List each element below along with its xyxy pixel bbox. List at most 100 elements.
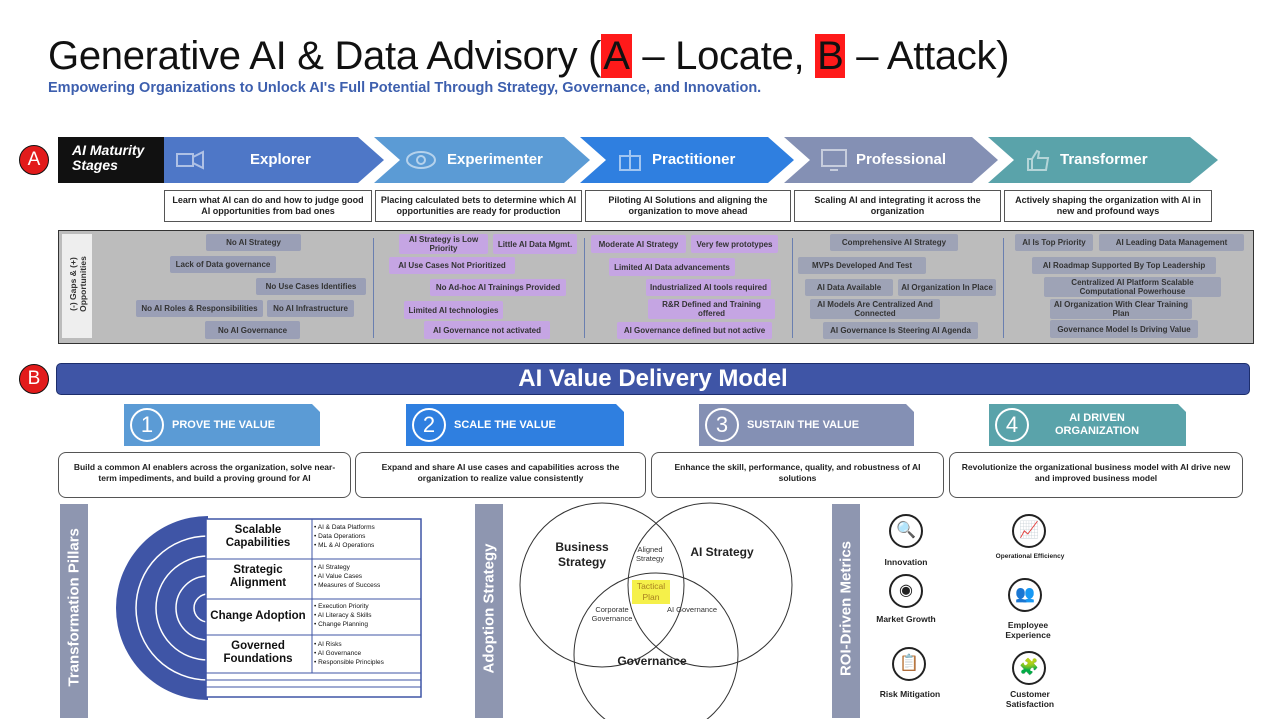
divider (792, 238, 793, 338)
pillar-governed-foundations: Governed Foundations AI RisksAI Governan… (206, 639, 421, 673)
gap-tag: AI Governance defined but not active (617, 322, 772, 339)
gap-tag: Limited AI technologies (404, 301, 503, 319)
maturity-chevrons (164, 137, 1218, 183)
value-delivery-banner: AI Value Delivery Model (56, 363, 1250, 395)
gap-tag: MVPs Developed And Test (798, 257, 926, 274)
metric-innovation: Innovation (884, 557, 928, 567)
step-shapes (124, 404, 1186, 446)
monitor-icon (821, 149, 847, 171)
gap-tag: Governance Model Is Driving Value (1050, 320, 1198, 338)
stage-desc-practitioner: Piloting AI Solutions and aligning the o… (585, 190, 791, 222)
venn-ai-governance-label: AI Governance (666, 605, 718, 614)
divider (1003, 238, 1004, 338)
gap-tag: Comprehensive AI Strategy (830, 234, 958, 251)
pillar-scalable-capabilities: Scalable Capabilities AI & Data Platform… (206, 523, 421, 561)
pillars-label-band: Transformation Pillars (60, 504, 88, 718)
roi-label-band: ROI-Driven Metrics (832, 504, 860, 718)
divider (373, 238, 374, 338)
stage-explorer: Explorer (175, 137, 375, 183)
step-desc-1: Build a common AI enablers across the or… (58, 452, 351, 498)
stage-desc-explorer: Learn what AI can do and how to judge go… (164, 190, 372, 222)
venn-business (519, 502, 685, 668)
adoption-venn-diagram (519, 502, 793, 719)
gift-icon (619, 150, 641, 171)
venn-corporate-label: Corporate Governance (591, 605, 633, 623)
adoption-label-band: Adoption Strategy (475, 504, 503, 718)
title-highlight-b: B (815, 34, 846, 78)
step-sustain-value: 3 SUSTAIN THE VALUE (699, 404, 914, 446)
step-ai-driven-org: 4 AI DRIVEN ORGANIZATION (989, 404, 1186, 446)
stage-desc-experimenter: Placing calculated bets to determine whi… (375, 190, 582, 222)
page-title: Generative AI & Data Advisory (A – Locat… (48, 34, 1010, 78)
step-shape-3 (699, 404, 914, 446)
gap-tag: No AI Infrastructure (267, 300, 354, 317)
gap-tag: No AI Governance (205, 321, 300, 339)
eye-icon (406, 151, 436, 169)
venn-aligned-label: Aligned Strategy (636, 545, 664, 563)
divider (584, 238, 585, 338)
line-chart-icon: 📈 (1012, 514, 1046, 548)
chevron-transformer (988, 137, 1218, 183)
metric-operational-efficiency: Operational Efficiency (995, 553, 1065, 560)
chevron-explorer (164, 137, 384, 183)
chevron-practitioner (580, 137, 794, 183)
gap-tag: AI Use Cases Not Prioritized (389, 257, 515, 274)
stage-professional: Professional (818, 137, 1018, 183)
gap-tag: Very few prototypes (691, 235, 778, 253)
venn-business-label: Business Strategy (555, 540, 609, 569)
projector-icon (176, 150, 204, 170)
title-highlight-a: A (601, 34, 632, 78)
gap-tag: AI Governance Is Steering AI Agenda (823, 322, 978, 339)
thumbs-up-icon (1027, 149, 1050, 171)
step-desc-4: Revolutionize the organizational busines… (949, 452, 1243, 498)
venn-ai (627, 502, 793, 668)
metric-risk-mitigation: Risk Mitigation (879, 689, 941, 699)
gap-tag: AI Organization With Clear Training Plan (1050, 299, 1192, 319)
stage-practitioner: Practitioner (614, 137, 814, 183)
magnifier-chart-icon: 🔍 (889, 514, 923, 548)
gap-tag: No AI Roles & Responsibilities (136, 300, 263, 317)
gaps-label: (-) Gaps & (+) Opportunities (62, 234, 92, 338)
gap-tag: AI Roadmap Supported By Top Leadership (1032, 257, 1216, 274)
venn-tactical-plan: Tactical Plan (632, 580, 670, 604)
gap-tag: AI Strategy is Low Priority (399, 234, 488, 254)
presenter-icon: 👥 (1008, 578, 1042, 612)
venn-governance-label: Governance (617, 654, 687, 668)
gap-tag: Lack of Data governance (170, 256, 276, 273)
chevron-experimenter (374, 137, 590, 183)
gap-tag: Little AI Data Mgmt. (493, 234, 577, 254)
gap-tag: AI Governance not activated (424, 321, 550, 339)
gap-tag: Moderate AI Strategy (591, 235, 686, 253)
gap-tag: R&R Defined and Training offered (648, 299, 775, 319)
gap-tag: AI Models Are Centralized And Connected (810, 299, 940, 319)
gap-tag: Limited AI Data advancements (609, 258, 735, 276)
metric-market-growth: Market Growth (876, 614, 936, 624)
metric-employee-experience: Employee Experience (1005, 620, 1051, 640)
step-scale-value: 2 SCALE THE VALUE (406, 404, 624, 446)
gap-tag: No Ad-hoc AI Trainings Provided (430, 279, 566, 296)
stage-desc-professional: Scaling AI and integrating it across the… (794, 190, 1001, 222)
chevron-professional (784, 137, 998, 183)
step-shape-2 (406, 404, 624, 446)
step-prove-value: 1 PROVE THE VALUE (124, 404, 320, 446)
gap-tag: AI Is Top Priority (1015, 234, 1093, 251)
stage-experimenter: Experimenter (405, 137, 605, 183)
section-b-marker: B (19, 364, 49, 394)
clipboard-icon: 📋 (892, 647, 926, 681)
stage-desc-transformer: Actively shaping the organization with A… (1004, 190, 1212, 222)
metric-customer-satisfaction: Customer Satisfaction (1005, 689, 1055, 709)
gap-tag: AI Data Available (805, 279, 893, 296)
gap-tag: Industrialized AI tools required (646, 279, 771, 296)
gap-tag: Centralized AI Platform Scalable Computa… (1044, 277, 1221, 297)
aperture-icon: ◉ (889, 574, 923, 608)
step-desc-2: Expand and share AI use cases and capabi… (355, 452, 646, 498)
page-subtitle: Empowering Organizations to Unlock AI's … (48, 80, 762, 96)
gap-tag: AI Leading Data Management (1099, 234, 1244, 251)
step-shape-4 (989, 404, 1186, 446)
step-desc-3: Enhance the skill, performance, quality,… (651, 452, 944, 498)
section-a-marker: A (19, 145, 49, 175)
step-shape-1 (124, 404, 320, 446)
